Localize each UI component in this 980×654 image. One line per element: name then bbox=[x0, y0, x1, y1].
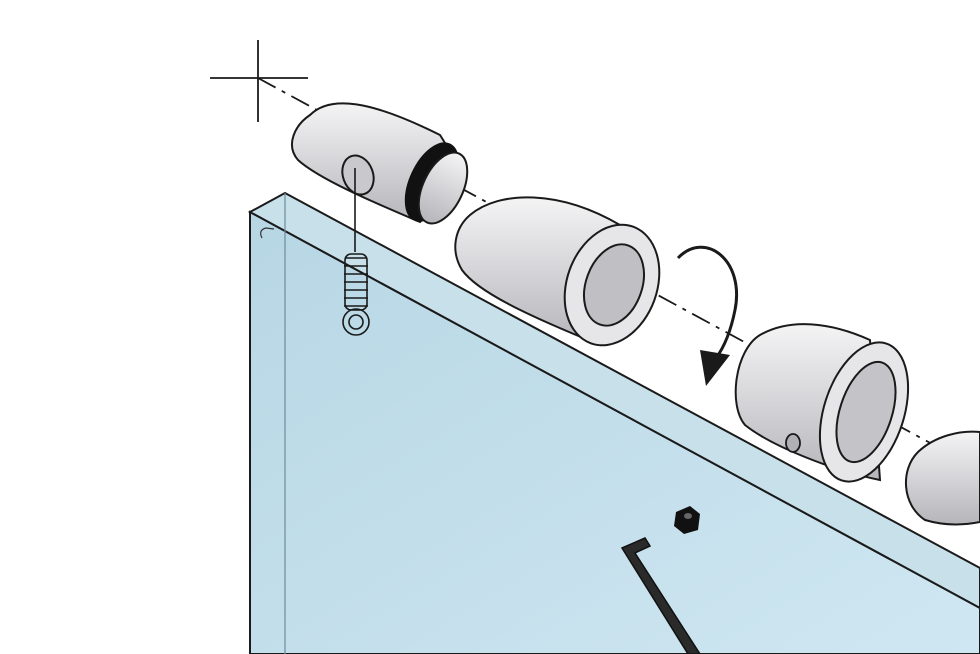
lock-ring bbox=[734, 323, 910, 483]
glass-corner-mark bbox=[260, 227, 275, 239]
crosshair-mark bbox=[210, 40, 308, 122]
glass-top-edge bbox=[247, 191, 980, 610]
hex-key bbox=[620, 537, 701, 654]
end-cap-hole bbox=[341, 154, 375, 196]
cone-bore bbox=[583, 243, 645, 327]
end-cap bbox=[291, 102, 469, 225]
ring-hole bbox=[785, 433, 801, 453]
cone-sleeve bbox=[454, 196, 661, 347]
tube-segment bbox=[905, 430, 980, 526]
glass-panel bbox=[247, 191, 980, 654]
ring-bore bbox=[835, 360, 897, 464]
set-screw bbox=[674, 506, 700, 534]
rotation-arrow bbox=[676, 245, 738, 386]
spring bbox=[342, 168, 370, 336]
